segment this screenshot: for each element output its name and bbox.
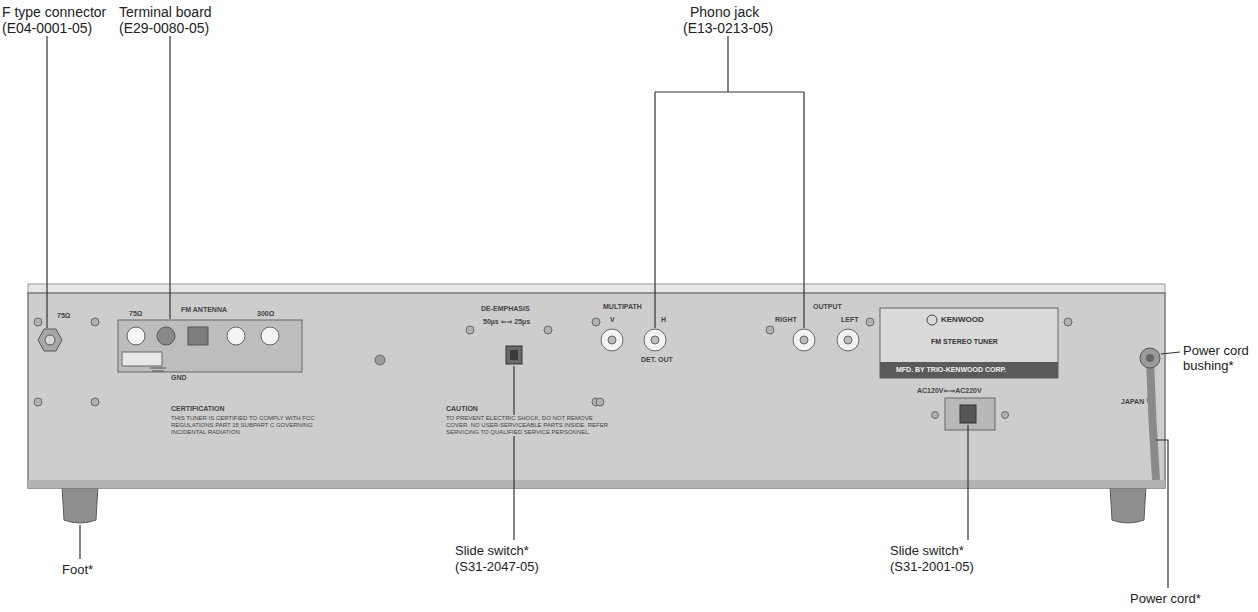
panel-marking: FM ANTENNA [180, 306, 228, 314]
rear-panel [28, 293, 1165, 488]
brand-name: KENWOOD [940, 315, 985, 324]
panel-marking: OUTPUT [812, 303, 843, 311]
part-number: (E13-0213-05) [683, 20, 773, 36]
panel-marking: H [660, 316, 667, 324]
leader-lines [47, 36, 1180, 588]
part-number: (E29-0080-05) [119, 20, 209, 36]
panel-notice: TO PREVENT ELECTRIC SHOCK, DO NOT REMOVE… [445, 415, 617, 436]
panel-marking: V [609, 316, 616, 324]
foot [1110, 486, 1146, 523]
panel-marking: 300Ω [256, 310, 275, 318]
voltage-switch-plate [945, 398, 995, 430]
part-name: Power cord* [1130, 592, 1201, 607]
part-name: Phono jack [690, 4, 759, 20]
panel-lip [28, 480, 1165, 488]
part-number: (S31-2047-05) [455, 560, 539, 575]
part-name: F type connector [2, 4, 106, 20]
slide-switch [960, 405, 976, 423]
nameplate [880, 308, 1058, 378]
panel-marking: CAUTION [445, 405, 479, 413]
power-cord [1150, 360, 1156, 480]
panel-marking: 75Ω [128, 310, 143, 318]
part-name: Terminal board [119, 4, 212, 20]
part-number: (E04-0001-05) [2, 20, 92, 36]
panel-marking: 75Ω [56, 312, 71, 320]
panel-marking: DET. OUT [640, 356, 674, 364]
panel-marking: MULTIPATH [602, 303, 643, 311]
panel-marking: CERTIFICATION [170, 405, 226, 413]
model-text: FM STEREO TUNER [930, 338, 999, 346]
panel-marking: JAPAN [1120, 398, 1145, 406]
maker-text: MFD. BY TRIO-KENWOOD CORP. [895, 366, 1007, 374]
panel-marking: DE-EMPHASIS [480, 305, 531, 313]
part-name: Slide switch* [890, 544, 964, 559]
cord-bushing [1140, 348, 1160, 368]
part-name: Slide switch* [455, 544, 529, 559]
panel-marking: RIGHT [774, 316, 798, 324]
part-name: Foot* [62, 563, 93, 578]
slide-switch [506, 346, 522, 364]
panel-marking: LEFT [840, 316, 860, 324]
phono-jacks [601, 329, 859, 351]
terminal-board [118, 320, 302, 372]
f-connector [38, 329, 62, 351]
part-number: (S31-2001-05) [890, 560, 974, 575]
part-name: Power cord bushing* [1183, 344, 1255, 374]
panel-notice: THIS TUNER IS CERTIFIED TO COMPLY WITH F… [170, 415, 322, 436]
panel-marking: GND [170, 374, 188, 382]
panel-marking: 50µs ⇐⇒ 25µs [482, 318, 531, 326]
foot [62, 486, 98, 523]
panel-marking: AC120V⇐⇒AC220V [916, 387, 983, 395]
